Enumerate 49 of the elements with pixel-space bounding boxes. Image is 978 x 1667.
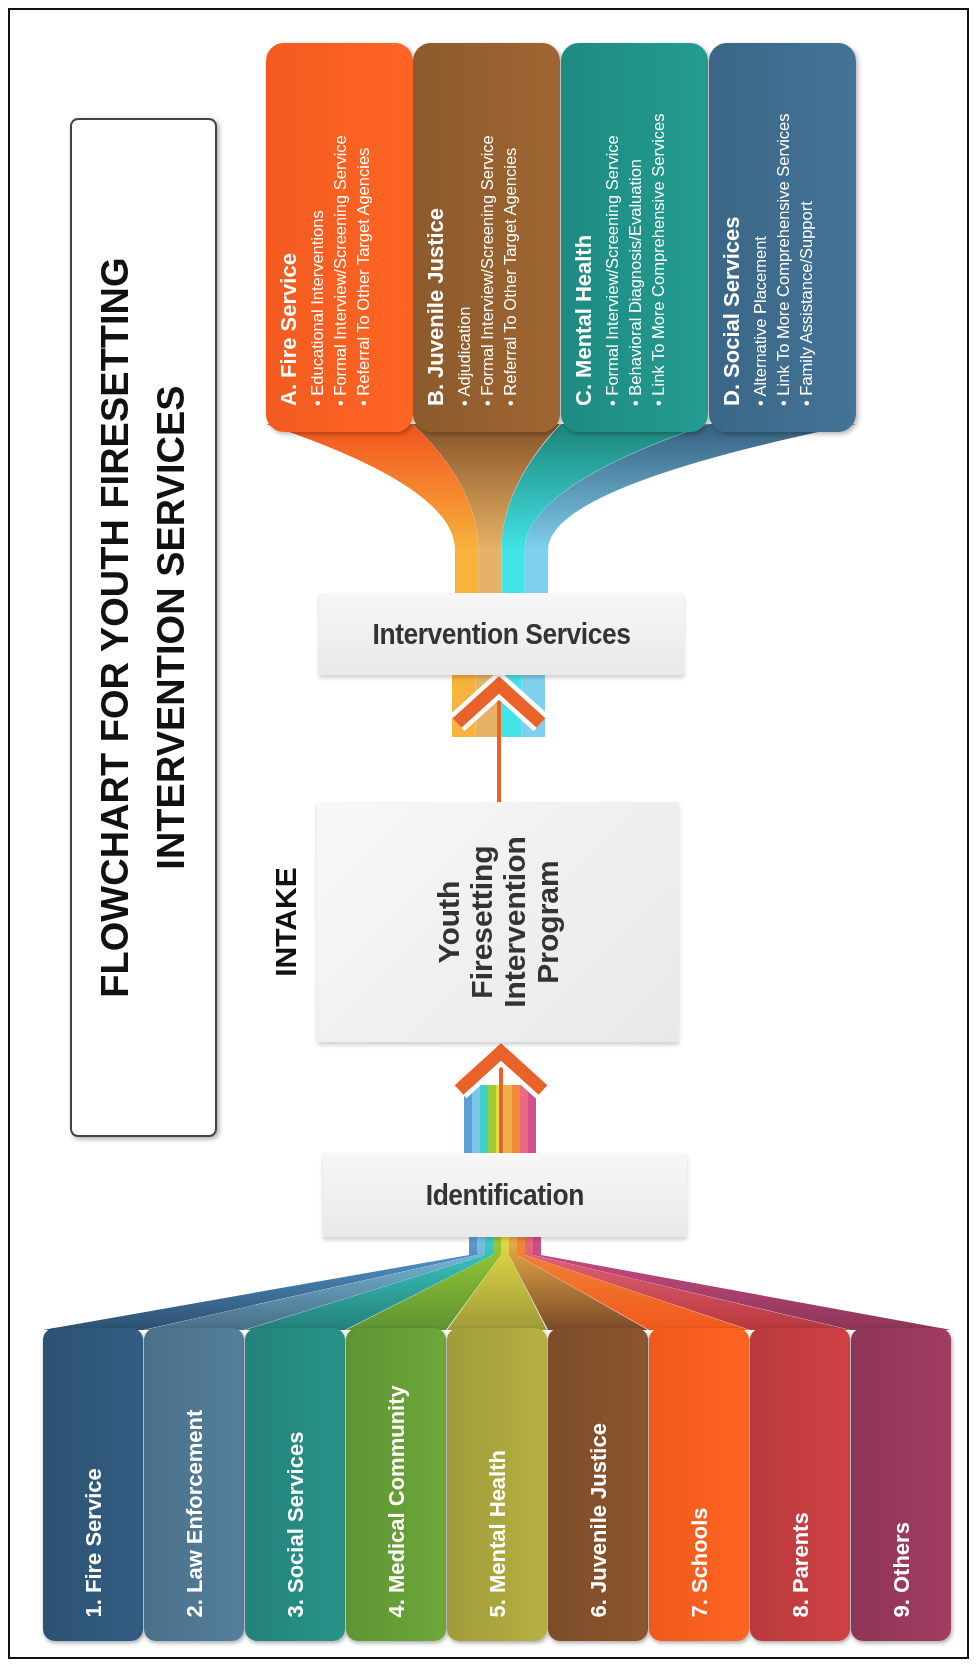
stage-box — [319, 593, 684, 675]
source-tab — [144, 1328, 244, 1641]
tab-label: 8. Parents — [787, 1511, 813, 1617]
tab-label: 2. Law Enforcement — [181, 1409, 207, 1617]
tab-label: 4. Medical Community — [383, 1384, 409, 1617]
source-tab — [851, 1328, 951, 1641]
connector-band — [447, 1237, 547, 1330]
tab-label: 3. Social Services — [282, 1431, 308, 1617]
connector-band — [509, 1237, 648, 1330]
bullet-item: • Formal Interview/Screening Service — [477, 135, 498, 406]
bullet-item: • Link To More Comprehensive Services — [773, 113, 794, 406]
bullet-item: • Formal Interview/Screening Service — [602, 135, 622, 406]
tab-heading: C. Mental Health — [571, 234, 597, 406]
source-tab — [649, 1328, 749, 1641]
connector-band — [517, 1237, 749, 1330]
bullet-item: • Alternative Placement — [750, 236, 770, 406]
service-tab — [266, 43, 413, 432]
connector-band — [43, 1237, 477, 1330]
title-text: FLOWCHART FOR YOUTH FIRESETTING INTERVENTION SERVICES — [93, 256, 193, 1000]
connector-band — [144, 1237, 485, 1330]
connector-band — [245, 1237, 493, 1330]
tab-heading: B. Juvenile Justice — [423, 207, 449, 406]
tab-heading: D. Social Services — [719, 216, 745, 406]
stage-label: Identification — [425, 1178, 585, 1212]
stage-label: Intervention Services — [372, 617, 631, 651]
bullet-item: • Referral To Other Target Agencies — [353, 147, 374, 406]
service-tab — [561, 43, 708, 432]
tab-label: 5. Mental Health — [484, 1449, 510, 1617]
bullet-item: • Educational Interventions — [307, 210, 327, 406]
tab-heading: A. Fire Service — [276, 253, 302, 406]
source-tab — [750, 1328, 850, 1641]
tab-label: 9. Others — [888, 1521, 914, 1617]
bullet-item: • Link To More Comprehensive Services — [648, 113, 669, 406]
bullet-item: • Referral To Other Target Agencies — [500, 147, 521, 406]
source-tab — [43, 1328, 143, 1641]
tab-label: 6. Juvenile Justice — [585, 1422, 611, 1617]
bullet-item: • Behavioral Diagnosis/Evaluation — [625, 159, 646, 406]
connector-band — [533, 1237, 951, 1330]
connector-band — [525, 1237, 850, 1330]
tab-label: 7. Schools — [686, 1506, 712, 1617]
bullet-item: • Formal Interview/Screening Service — [330, 135, 351, 406]
tab-label: 1. Fire Service — [80, 1467, 106, 1617]
program-label: Youth Firesetting Intervention Program — [432, 835, 564, 1010]
source-tab — [245, 1328, 345, 1641]
bullet-item: • Adjudication — [454, 306, 474, 406]
service-tab — [709, 43, 856, 432]
bullet-item: • Family Assistance/Support — [796, 201, 817, 406]
connector-band — [346, 1237, 501, 1330]
section-label: INTAKE — [268, 866, 302, 979]
